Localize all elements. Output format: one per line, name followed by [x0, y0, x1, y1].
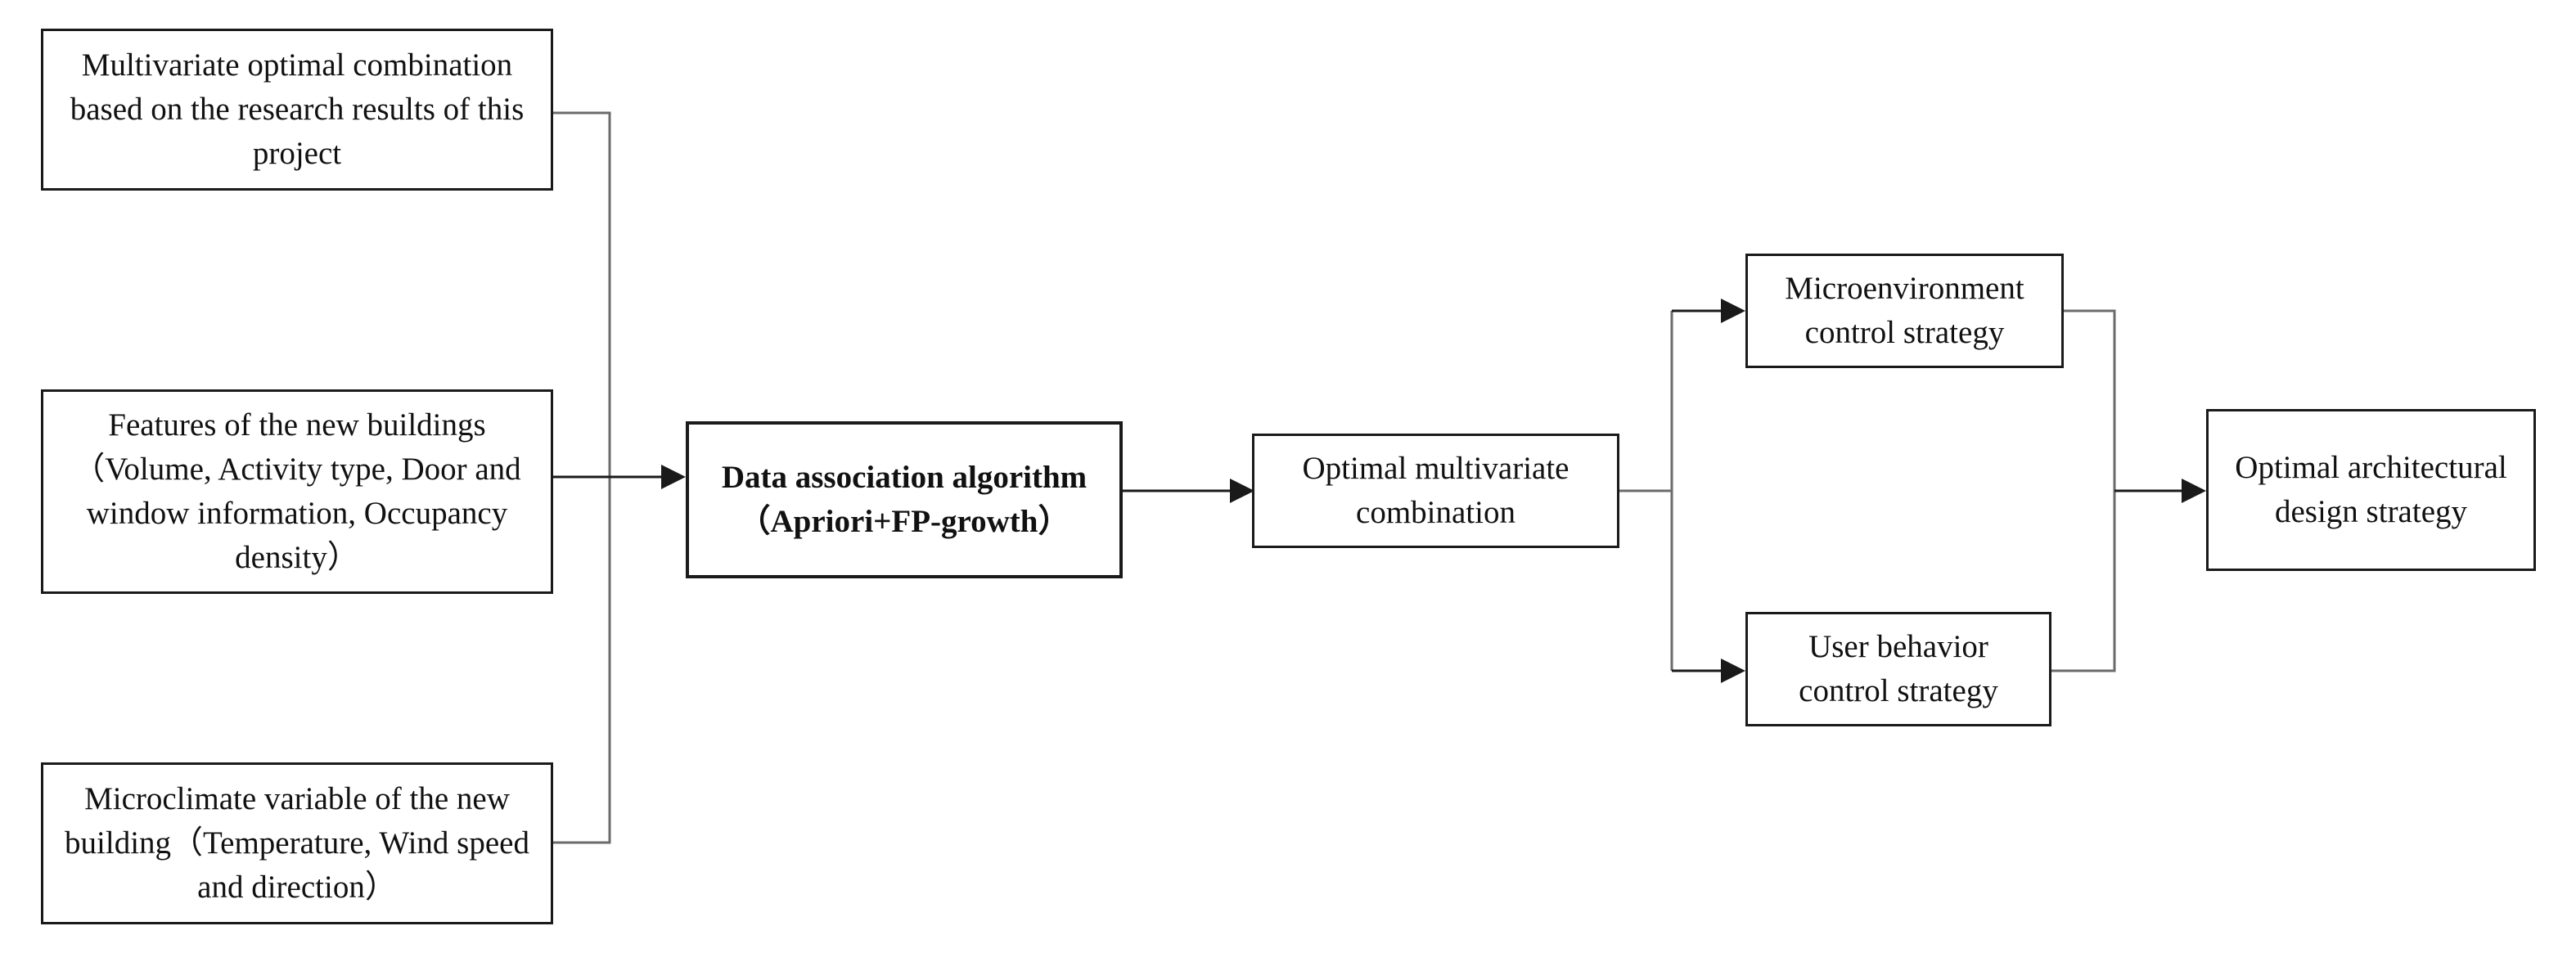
input-microclimate-box: Microclimate variable of the new buildin…: [41, 762, 553, 924]
input-features-label: Features of the new buildings（Volume, Ac…: [73, 407, 521, 575]
edge-optimal-split: [1619, 311, 1673, 671]
edge-microenvironment-to-join: [2064, 309, 2116, 491]
input-combination-box: Multivariate optimal combination based o…: [41, 29, 553, 191]
input-combination-label: Multivariate optimal combination based o…: [70, 47, 525, 171]
edge-user-behavior-to-join: [2051, 491, 2116, 672]
microenvironment-strategy-box: Microenvironment control strategy: [1745, 254, 2064, 368]
design-strategy-box: Optimal architectural design strategy: [2206, 409, 2536, 571]
edge-microclimate-to-bus: [553, 477, 611, 844]
microenvironment-strategy-label: Microenvironment control strategy: [1785, 271, 2024, 350]
optimal-combination-box: Optimal multivariate combination: [1252, 434, 1619, 548]
input-features-box: Features of the new buildings（Volume, Ac…: [41, 389, 553, 594]
algorithm-box: Data association algorithm（Apriori+FP-gr…: [686, 421, 1123, 578]
user-behavior-strategy-box: User behavior control strategy: [1745, 612, 2051, 726]
algorithm-label: Data association algorithm（Apriori+FP-gr…: [721, 460, 1088, 539]
optimal-combination-label: Optimal multivariate combination: [1302, 451, 1569, 530]
edge-combination-to-bus: [553, 111, 611, 477]
user-behavior-strategy-label: User behavior control strategy: [1799, 629, 1998, 708]
input-microclimate-label: Microclimate variable of the new buildin…: [65, 781, 529, 905]
design-strategy-label: Optimal architectural design strategy: [2235, 450, 2507, 529]
